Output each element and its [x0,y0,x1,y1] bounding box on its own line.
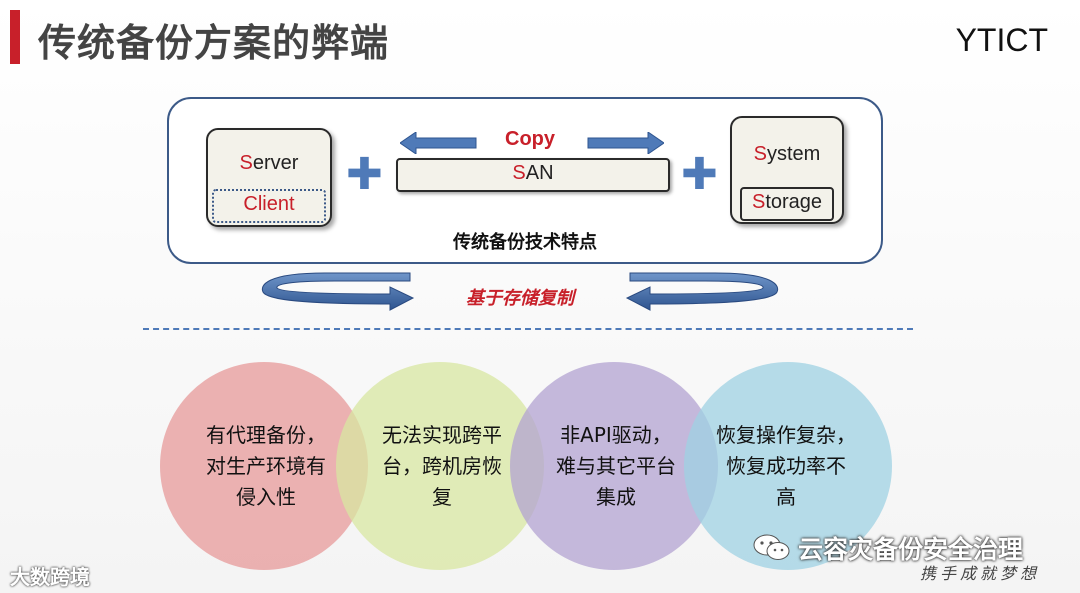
plus-icon: ✚ [346,149,383,200]
circle-text-2: 无法实现跨平台，跨机房恢复 [382,423,502,509]
client-box [212,189,326,223]
circle-text-4: 恢复操作复杂，恢复成功率不高 [716,423,856,509]
replicate-label: 基于存储复制 [466,288,574,309]
watermark-slogan: 携手成就梦想 [920,564,1041,583]
watermark-right: 云容灾备份安全治理 [798,535,1024,564]
arrow-right-icon [587,132,664,154]
circle-text-1: 有代理备份，对生产环境有侵入性 [206,423,326,509]
circle-text-3: 非API驱动，难与其它平台集成 [556,423,676,509]
watermark-left: 大数跨境 [10,565,90,589]
san-box [396,158,670,192]
cycle-arrows-icon [261,272,779,311]
storage-box [740,187,834,221]
client-label: Client [243,193,295,215]
brand-logo-text: YTICT [955,22,1048,58]
system-label: System [753,143,821,165]
circle-4 [684,362,892,570]
wechat-icon [753,534,790,560]
system-box [730,116,844,224]
server-box [206,128,332,227]
circle-1 [160,362,368,570]
copy-label: Copy [505,128,555,150]
circle-2 [336,362,544,570]
arrow-left-icon [400,132,477,154]
page-title: 传统备份方案的弊端 [38,21,390,65]
storage-label: Storage [751,191,823,213]
circle-3 [510,362,718,570]
san-label: SAN [512,162,554,184]
divider [143,328,913,330]
server-label: Server [239,152,299,174]
title-accent-bar [10,10,20,64]
feature-label: 传统备份技术特点 [453,232,597,253]
plus-icon: ✚ [681,149,718,200]
